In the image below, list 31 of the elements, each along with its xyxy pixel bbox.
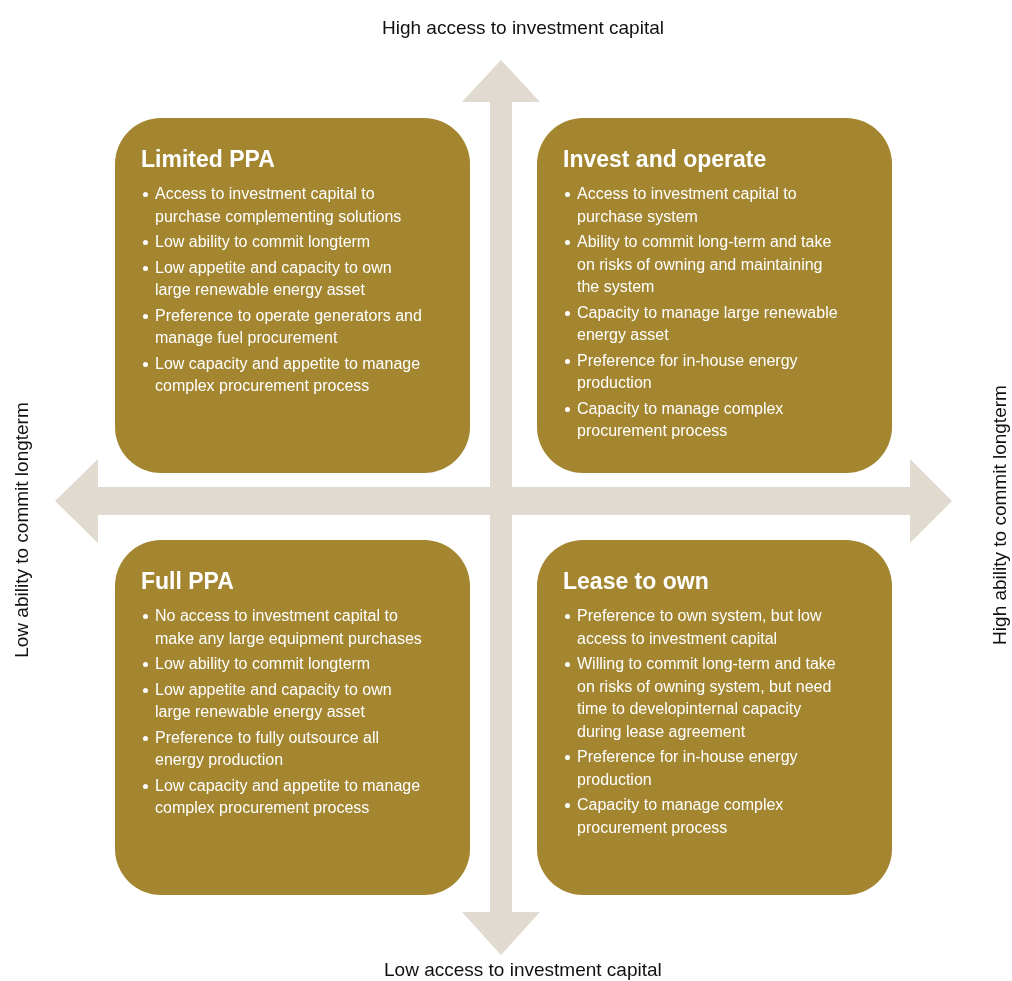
bullet-text: Access to investment capital to purchase system [577, 185, 797, 225]
quadrant-card [115, 540, 470, 895]
bullet-text: Capacity to manage large renewable energy asset [577, 303, 838, 343]
axis-label: High access to investment capital [382, 17, 664, 39]
quadrant-card [537, 540, 892, 895]
bullet-text: Low appetite and capacity to own large renewable energy asset [155, 258, 392, 298]
bullet-text: Ability to commit long-term and take on risks of owning and maintaining the system [577, 233, 832, 295]
bullet-text: Preference to own system, but low access to investment capital [577, 607, 822, 647]
quadrant-heading: Limited PPA [141, 145, 276, 174]
quadrant-card [115, 118, 470, 473]
quadrant-card [537, 118, 892, 473]
bullet-text: Preference to fully outsource all energy production [155, 728, 380, 768]
bullet-text: Willing to commit long-term and take on risks of owning system, but need time to developinternal capacity during lease agreement [577, 655, 836, 740]
bullet-text: Access to investment capital to purchase complementing solutions [155, 185, 402, 225]
axis-label: Low access to investment capital [384, 959, 662, 981]
bullet-text: No access to investment capital to make any large equipment purchases [155, 607, 422, 647]
axis-label: High ability to commit longterm [988, 385, 1011, 645]
quadrant-heading: Invest and operate [563, 145, 768, 174]
bullet-text: Low ability to commit longterm [155, 233, 371, 250]
bullet-text: Low ability to commit longterm [155, 655, 371, 672]
bullet-text: Preference for in-house energy production [577, 748, 798, 788]
bullet-text: Low appetite and capacity to own large renewable energy asset [155, 680, 392, 720]
bullet-text: Low capacity and appetite to manage complex procurement process [155, 354, 421, 394]
bullet-text: Capacity to manage complex procurement process [577, 399, 784, 439]
bullet-text: Capacity to manage complex procurement process [577, 796, 784, 836]
bullet-text: Low capacity and appetite to manage complex procurement process [155, 776, 421, 816]
bullet-text: Preference to operate generators and manage fuel procurement [155, 306, 422, 346]
bullet-text: Preference for in-house energy production [577, 351, 798, 391]
quadrant-heading: Lease to own [563, 567, 710, 596]
quadrant-heading: Full PPA [141, 567, 235, 596]
axis-label: Low ability to commit longterm [10, 402, 33, 658]
